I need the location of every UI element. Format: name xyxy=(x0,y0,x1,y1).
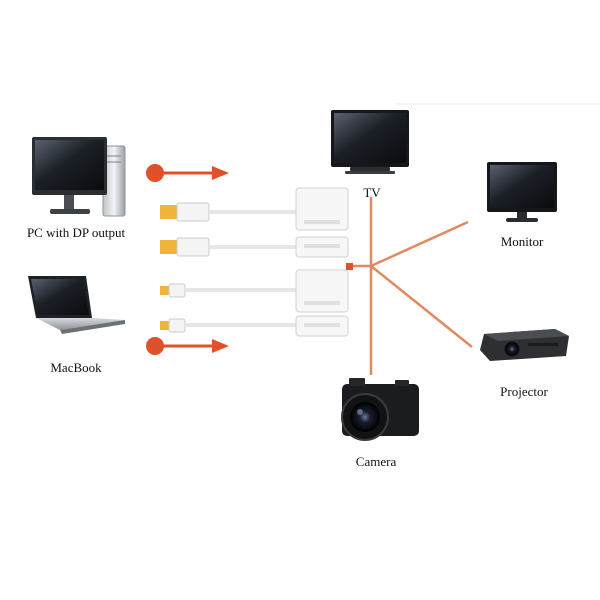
camera-label: Camera xyxy=(355,454,397,469)
monitor-icon xyxy=(487,162,557,222)
arrow-right-icon xyxy=(146,337,229,355)
connection-lines xyxy=(346,197,473,375)
monitor-label: Monitor xyxy=(500,234,544,249)
laptop-icon xyxy=(28,276,125,334)
tv-label: TV xyxy=(363,185,381,200)
pc-label: PC with DP output xyxy=(26,225,126,240)
dp-adapter-cable xyxy=(160,187,349,231)
projector-label: Projector xyxy=(500,384,548,399)
arrow-right-icon xyxy=(146,164,229,182)
projector-icon xyxy=(480,329,569,361)
camera-icon xyxy=(341,378,419,441)
macbook-label: MacBook xyxy=(50,360,102,375)
dp-adapter-cable xyxy=(160,236,349,258)
mini-dp-adapter-cable xyxy=(160,315,349,337)
tv-icon xyxy=(331,110,409,174)
mini-dp-adapter-cable xyxy=(160,269,349,313)
pc-icon xyxy=(32,137,126,217)
